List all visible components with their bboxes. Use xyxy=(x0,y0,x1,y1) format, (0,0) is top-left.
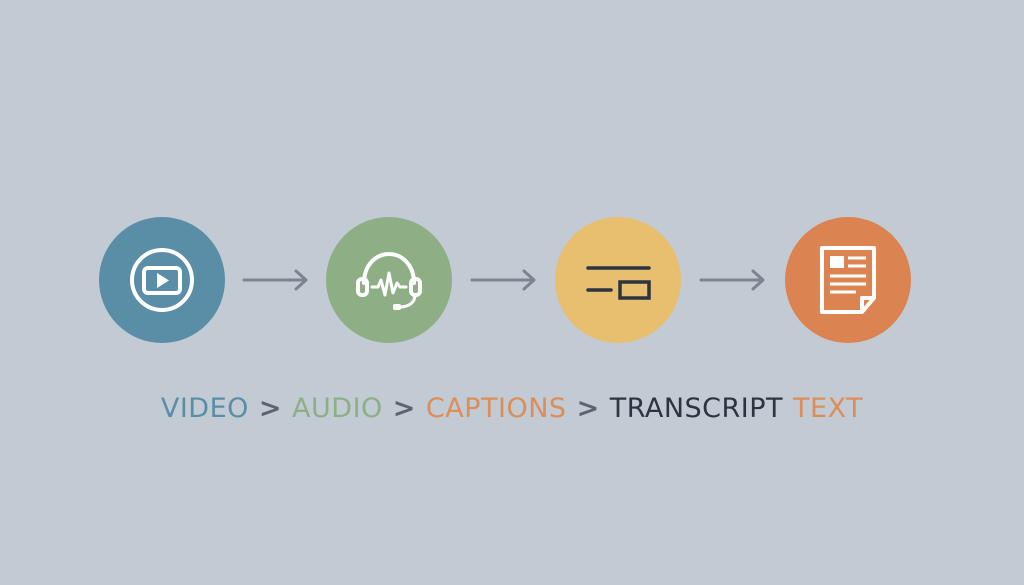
flow-arrow xyxy=(699,269,765,291)
play-video-icon xyxy=(130,248,194,312)
caption-separator: > xyxy=(576,393,600,424)
captions-icon xyxy=(586,266,651,300)
headset-waveform-icon xyxy=(356,251,422,310)
caption-video: VIDEO xyxy=(160,393,249,424)
video-node xyxy=(99,217,225,343)
caption-text: TEXT xyxy=(793,393,864,424)
caption-separator: > xyxy=(392,393,416,424)
document-text-icon xyxy=(820,246,876,314)
caption-separator: > xyxy=(258,393,283,424)
audio-node xyxy=(326,217,452,343)
flow-arrow xyxy=(470,269,536,291)
caption-transcript: TRANSCRIPT xyxy=(609,393,784,424)
transcript-node xyxy=(785,217,911,343)
pipeline-caption: VIDEO > AUDIO > CAPTIONS > TRANSCRIPT TEXT xyxy=(0,393,1024,424)
caption-captions: CAPTIONS xyxy=(425,393,567,424)
captions-node xyxy=(555,217,681,343)
caption-audio: AUDIO xyxy=(292,393,383,424)
flow-arrow xyxy=(242,269,308,291)
